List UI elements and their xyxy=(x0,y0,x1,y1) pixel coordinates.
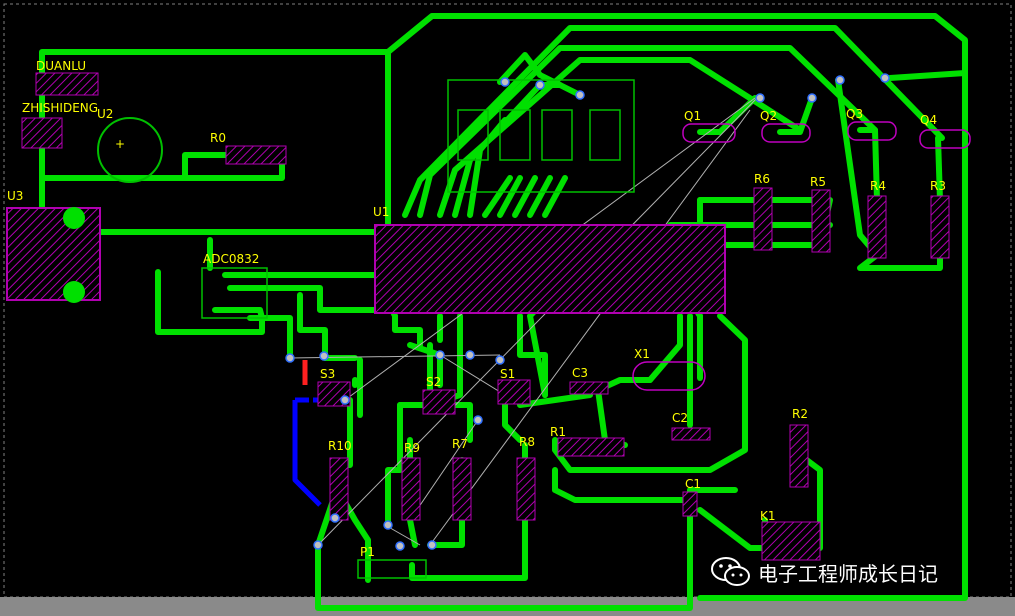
p1-footprint[interactable] xyxy=(357,559,427,579)
r2-footprint[interactable] xyxy=(789,424,809,488)
u2-footprint[interactable] xyxy=(97,117,163,183)
label-r2: R2 xyxy=(792,407,808,421)
r5-footprint[interactable] xyxy=(811,189,831,253)
label-q2: Q2 xyxy=(760,109,777,123)
label-k1: K1 xyxy=(760,509,776,523)
label-r4: R4 xyxy=(870,179,886,193)
r9-footprint[interactable] xyxy=(401,457,421,521)
label-p1: P1 xyxy=(360,545,375,559)
top-layer-traces xyxy=(39,13,968,611)
u3-mount-hole xyxy=(63,281,85,303)
u2-plus-mark: + xyxy=(115,137,125,151)
wechat-icon xyxy=(711,557,750,586)
s1-footprint[interactable] xyxy=(497,379,531,405)
label-s2: S2 xyxy=(426,375,441,389)
label-c2: C2 xyxy=(672,411,688,425)
silkscreen-labels: DUANLU ZHISHIDENG U3 U2 R0 U1 ADC0832 Q1… xyxy=(7,59,946,559)
r1-footprint[interactable] xyxy=(557,437,625,457)
r4-footprint[interactable] xyxy=(867,195,887,259)
label-q1: Q1 xyxy=(684,109,701,123)
label-duanlu: DUANLU xyxy=(36,59,86,73)
r10-footprint[interactable] xyxy=(329,457,349,521)
label-x1: X1 xyxy=(634,347,650,361)
r8-footprint[interactable] xyxy=(516,457,536,521)
q3-footprint[interactable] xyxy=(847,121,897,141)
label-u2: U2 xyxy=(97,107,113,121)
display-footprint[interactable] xyxy=(447,79,635,193)
s2-footprint[interactable] xyxy=(422,389,456,415)
label-r5: R5 xyxy=(810,175,826,189)
label-r7: R7 xyxy=(452,437,468,451)
r6-footprint[interactable] xyxy=(753,187,773,251)
watermark: 电子工程师成长日记 xyxy=(710,556,938,588)
label-r9: R9 xyxy=(404,441,420,455)
label-u3: U3 xyxy=(7,189,23,203)
label-r10: R10 xyxy=(328,439,352,453)
c3-footprint[interactable] xyxy=(569,381,609,395)
q1-footprint[interactable] xyxy=(682,123,736,143)
r0-footprint[interactable] xyxy=(225,145,287,165)
label-r1: R1 xyxy=(550,425,566,439)
label-q4: Q4 xyxy=(920,113,937,127)
watermark-text: 电子工程师成长日记 xyxy=(758,561,938,586)
q4-footprint[interactable] xyxy=(919,129,971,149)
adc-footprint[interactable] xyxy=(201,267,268,319)
label-r6: R6 xyxy=(754,172,770,186)
bottom-layer-trace xyxy=(292,400,322,507)
r3-footprint[interactable] xyxy=(930,195,950,259)
label-c3: C3 xyxy=(572,366,588,380)
r7-footprint[interactable] xyxy=(452,457,472,521)
label-zhishideng: ZHISHIDENG xyxy=(22,101,98,115)
label-s3: S3 xyxy=(320,367,335,381)
u3-mount-hole xyxy=(63,207,85,229)
u3-footprint[interactable] xyxy=(6,207,101,301)
label-s1: S1 xyxy=(500,367,515,381)
label-c1: C1 xyxy=(685,477,701,491)
label-r3: R3 xyxy=(930,179,946,193)
board-outline xyxy=(3,3,1012,598)
u1-footprint[interactable] xyxy=(374,224,726,314)
label-q3: Q3 xyxy=(846,107,863,121)
zhishideng-footprint[interactable] xyxy=(21,117,63,149)
vias xyxy=(285,73,890,551)
label-u1: U1 xyxy=(373,205,389,219)
label-r8: R8 xyxy=(519,435,535,449)
k1-footprint[interactable] xyxy=(761,521,821,561)
x1-footprint[interactable] xyxy=(632,361,706,391)
q2-footprint[interactable] xyxy=(761,123,811,143)
label-adc: ADC0832 xyxy=(203,252,259,266)
label-r0: R0 xyxy=(210,131,226,145)
duanlu-footprint[interactable] xyxy=(35,72,99,96)
c1-footprint[interactable] xyxy=(682,491,698,517)
c2-footprint[interactable] xyxy=(671,427,711,441)
